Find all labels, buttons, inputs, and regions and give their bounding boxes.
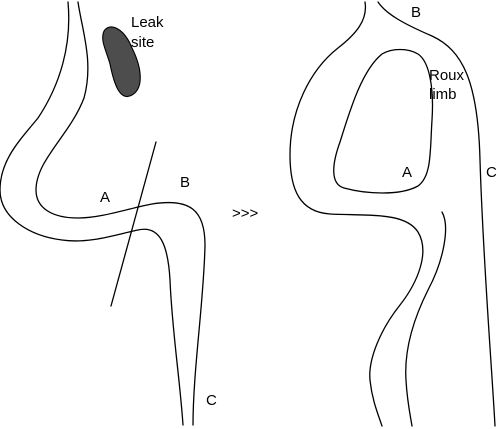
left-label-c: C: [206, 392, 217, 409]
left-bowel-inner-wall: [35, 1, 206, 426]
transition-arrows: >>>: [232, 205, 259, 222]
right-bowel-left-wall: [289, 1, 424, 427]
leak-site-label-line2: site: [131, 34, 154, 51]
left-label-a: A: [100, 189, 110, 206]
right-label-a: A: [402, 164, 412, 181]
left-transection-line: [110, 141, 157, 307]
leak-site-label-line1: Leak: [131, 14, 164, 31]
right-label-c: C: [486, 164, 497, 181]
right-label-b: B: [411, 4, 421, 21]
right-bowel-inner-limb: [333, 48, 434, 194]
leak-site-shape: [102, 26, 141, 98]
right-bowel-right-wall: [377, 1, 496, 427]
left-bowel-outer-wall: [0, 1, 184, 426]
left-label-b: B: [180, 174, 190, 191]
left-figure: Leak site A B C: [0, 1, 217, 426]
right-bowel-lower-wall: [405, 211, 447, 427]
roux-limb-label-line1: Roux: [429, 67, 465, 84]
roux-limb-label-line2: limb: [429, 86, 457, 103]
right-figure: B Roux limb A C: [289, 1, 497, 427]
